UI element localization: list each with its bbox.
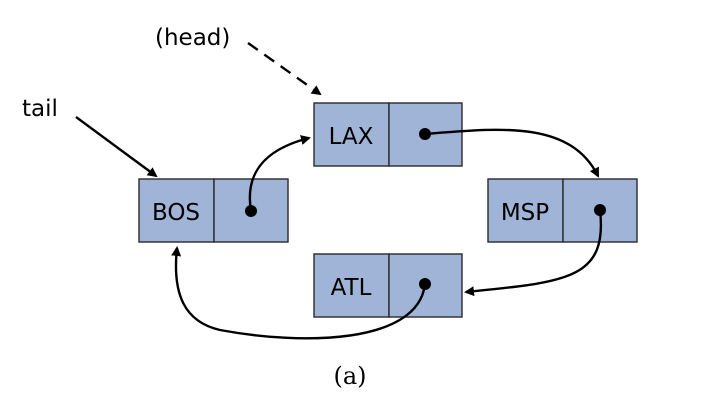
figure-caption: (a): [333, 362, 366, 390]
node-lax: LAX: [313, 102, 463, 167]
node-bos-label: BOS: [152, 200, 200, 226]
link-bos-to-lax: [248, 135, 311, 212]
node-msp-element-cell: [487, 178, 564, 243]
node-atl-element-cell: [313, 253, 390, 318]
link-atl-to-bos: [171, 246, 427, 340]
tail-pointer-arrow: [75, 116, 158, 178]
head-pointer-arrow: [247, 42, 322, 96]
node-lax-element-cell: [313, 102, 390, 167]
node-msp-label: MSP: [501, 200, 549, 226]
node-msp: MSP: [487, 178, 638, 243]
tail-pointer-label: tail: [22, 96, 58, 122]
node-lax-label: LAX: [329, 124, 374, 150]
node-atl: ATL: [313, 253, 463, 318]
node-atl-label: ATL: [331, 275, 372, 301]
node-bos: BOS: [138, 178, 289, 243]
head-pointer-label: (head): [155, 25, 230, 51]
link-msp-to-atl: [464, 209, 603, 297]
link-lax-to-msp: [424, 128, 600, 178]
